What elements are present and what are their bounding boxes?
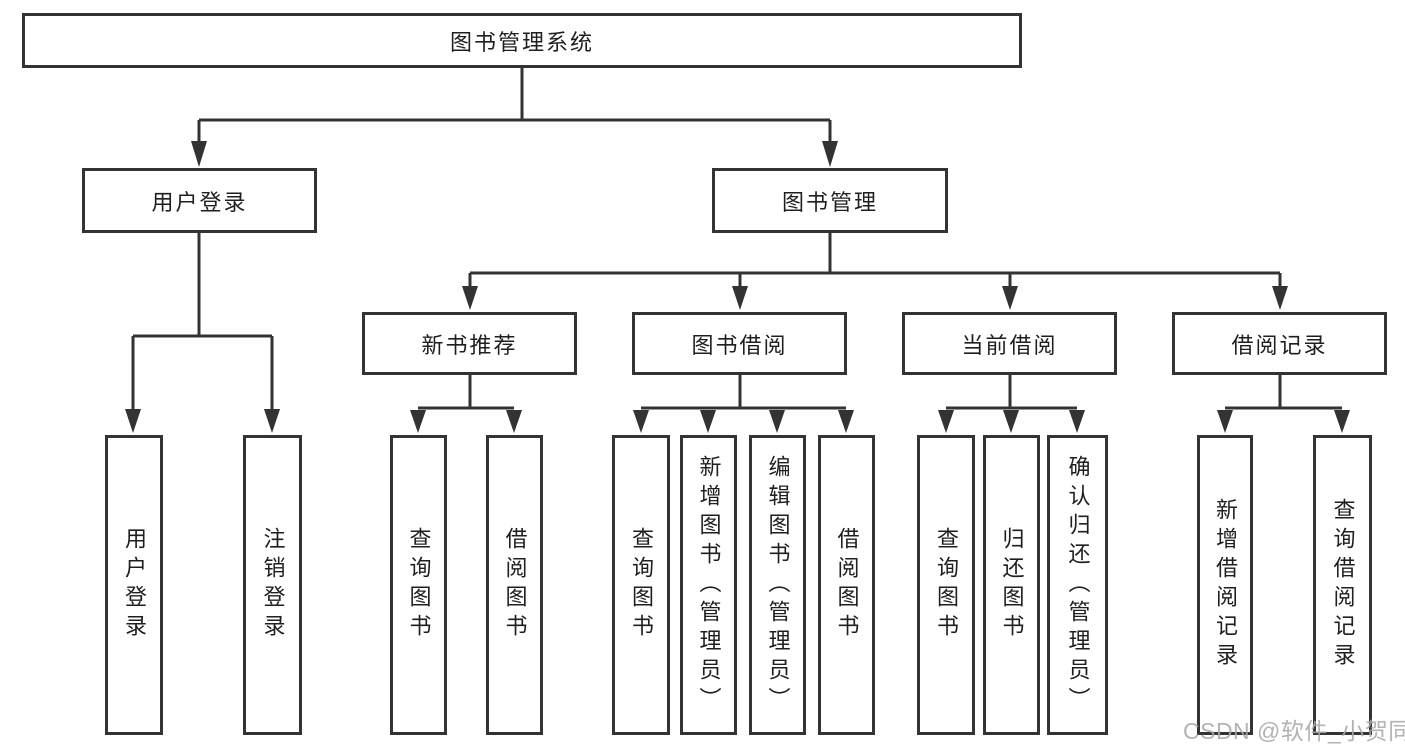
- leaf-confirm-return-admin: 确认归还（管理员）: [1047, 435, 1108, 735]
- leaf-label: 归还图书: [999, 527, 1025, 643]
- arrow-down-icon: [838, 410, 854, 433]
- user-login-split-line: [131, 233, 274, 412]
- leaf-add-borrow-record: 新增借阅记录: [1197, 435, 1253, 735]
- arrow-down-icon: [1002, 286, 1018, 310]
- leaf-add-book-admin: 新增图书（管理员）: [680, 435, 737, 735]
- arrow-down-icon: [633, 410, 649, 433]
- arrow-down-icon: [506, 410, 522, 433]
- leaf-label: 编辑图书（管理员）: [765, 454, 791, 716]
- leaf-logout: 注销登录: [243, 435, 302, 735]
- node-label: 图书借阅: [691, 332, 788, 358]
- leaf-label: 查询图书: [934, 527, 959, 643]
- borrow-record-split-line: [1225, 375, 1342, 410]
- root-split-line: [197, 68, 832, 143]
- node-label: 图书管理系统: [449, 29, 594, 55]
- arrow-down-icon: [1069, 410, 1085, 433]
- arrow-down-icon: [769, 410, 785, 433]
- leaf-query-book: 查询图书: [612, 435, 670, 735]
- node-current-borrow: 当前借阅: [902, 312, 1117, 375]
- leaf-query-borrow-record: 查询借阅记录: [1313, 435, 1372, 735]
- leaf-label: 借阅图书: [834, 527, 860, 643]
- leaf-return-book: 归还图书: [983, 435, 1040, 735]
- leaf-label: 借阅图书: [502, 527, 528, 643]
- arrow-down-icon: [410, 410, 426, 433]
- leaf-label: 查询图书: [629, 527, 654, 643]
- leaf-label: 确认归还（管理员）: [1065, 454, 1091, 716]
- new-book-split-line: [418, 375, 514, 410]
- arrow-down-icons: [125, 141, 1350, 433]
- book-mgmt-split-line: [468, 233, 1282, 289]
- csdn-watermark: CSDN @软件_小贺同学: [1183, 718, 1405, 744]
- arrow-down-icon: [462, 286, 478, 310]
- arrow-down-icon: [264, 409, 280, 433]
- book-borrow-split-line: [641, 375, 846, 410]
- arrow-down-icon: [125, 409, 141, 433]
- leaf-label: 新增图书（管理员）: [696, 454, 722, 716]
- leaf-label: 查询图书: [406, 527, 432, 643]
- connector-lines: [131, 68, 1342, 412]
- node-label: 当前借阅: [961, 332, 1058, 358]
- leaf-label: 注销登录: [260, 527, 286, 643]
- node-label: 图书管理: [781, 189, 878, 215]
- node-borrow-record: 借阅记录: [1172, 312, 1387, 375]
- node-user-login: 用户登录: [82, 168, 317, 233]
- leaf-borrow-book: 借阅图书: [486, 435, 543, 735]
- node-book-borrow: 图书借阅: [632, 312, 847, 375]
- node-label: 用户登录: [151, 189, 248, 215]
- leaf-borrow-book: 借阅图书: [818, 435, 875, 735]
- leaf-user-login: 用户登录: [105, 435, 163, 735]
- leaf-label: 新增借阅记录: [1213, 498, 1238, 672]
- leaf-label: 查询借阅记录: [1330, 498, 1356, 672]
- arrow-down-icon: [700, 410, 716, 433]
- current-borrow-split-line: [946, 375, 1077, 410]
- leaf-label: 用户登录: [122, 527, 147, 643]
- node-label: 新书推荐: [421, 332, 518, 358]
- arrow-down-icon: [191, 141, 207, 167]
- arrow-down-icon: [1217, 410, 1233, 433]
- node-label: 借阅记录: [1231, 332, 1328, 358]
- arrow-down-icon: [1334, 410, 1350, 433]
- arrow-down-icon: [1272, 286, 1288, 310]
- leaf-query-book: 查询图书: [390, 435, 447, 735]
- node-new-book-recommend: 新书推荐: [362, 312, 577, 375]
- node-root-system: 图书管理系统: [22, 13, 1022, 68]
- arrow-down-icon: [732, 286, 748, 310]
- node-book-management: 图书管理: [712, 168, 948, 233]
- arrow-down-icon: [1003, 410, 1019, 433]
- leaf-query-book: 查询图书: [917, 435, 975, 735]
- arrow-down-icon: [938, 410, 954, 433]
- arrow-down-icon: [822, 141, 838, 167]
- leaf-edit-book-admin: 编辑图书（管理员）: [749, 435, 806, 735]
